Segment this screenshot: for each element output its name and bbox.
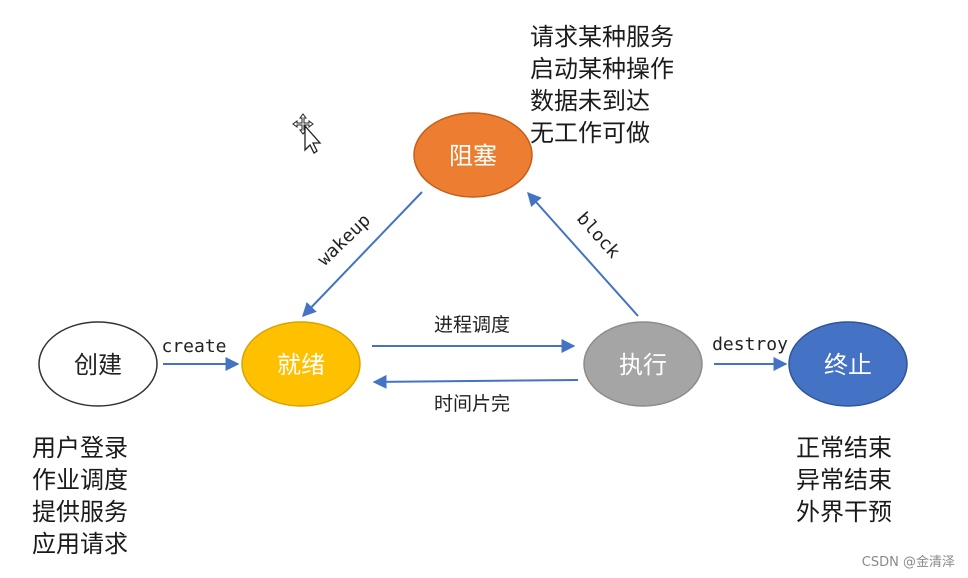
node-running: 执行 (583, 321, 703, 407)
node-blocked-label: 阻塞 (449, 142, 497, 170)
edge-label-create: create (161, 336, 226, 357)
arrow-blocked-to-ready-wakeup (302, 191, 423, 318)
note-line: 正常结束 (796, 434, 892, 462)
notes-blocked: 请求某种服务 启动某种操作 数据未到达 无工作可做 (530, 23, 674, 147)
notes-end: 正常结束 异常结束 外界干预 (796, 434, 892, 526)
node-ready: 就绪 (241, 321, 361, 407)
note-line: 数据未到达 (530, 87, 650, 115)
note-line: 无工作可做 (530, 119, 650, 147)
node-create-label: 创建 (74, 351, 122, 379)
move-cursor-icon (292, 113, 322, 154)
note-line: 启动某种操作 (530, 55, 674, 83)
node-end: 终止 (788, 321, 908, 407)
watermark-text: CSDN @金清泽 (862, 554, 955, 570)
node-end-label: 终止 (824, 351, 872, 379)
note-line: 应用请求 (32, 530, 128, 558)
edge-label-timeslice: 时间片完 (434, 393, 510, 415)
edge-label-wakeup: wakeup (313, 210, 374, 270)
node-blocked: 阻塞 (413, 112, 533, 198)
edge-label-schedule: 进程调度 (434, 314, 510, 336)
node-create: 创建 (38, 321, 158, 407)
note-line: 提供服务 (32, 498, 128, 526)
note-line: 外界干预 (796, 498, 892, 526)
edge-label-destroy: destroy (712, 334, 788, 355)
node-running-label: 执行 (619, 351, 667, 379)
note-line: 用户登录 (32, 434, 128, 462)
note-line: 异常结束 (796, 466, 892, 494)
arrow-running-to-blocked-block (527, 191, 639, 317)
node-ready-label: 就绪 (277, 351, 325, 379)
edge-label-block: block (572, 208, 624, 262)
notes-create: 用户登录 作业调度 提供服务 应用请求 (32, 434, 128, 558)
note-line: 作业调度 (32, 466, 128, 494)
note-line: 请求某种服务 (530, 23, 674, 51)
arrow-running-to-ready-timeslice (372, 374, 579, 389)
